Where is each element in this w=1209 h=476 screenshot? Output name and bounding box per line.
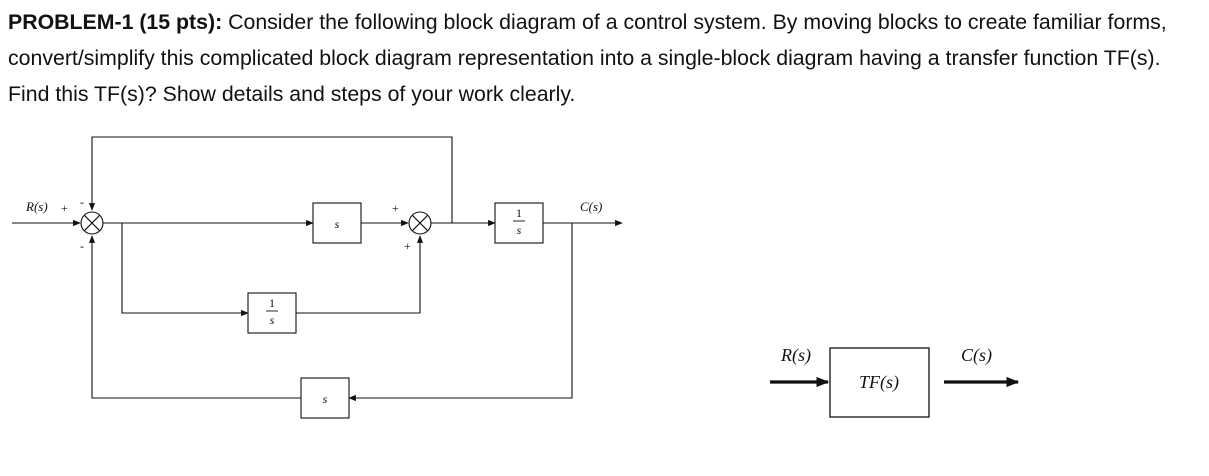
problem-heading: PROBLEM-1 (15 pts):	[8, 10, 223, 34]
block-lower-integrator	[247, 292, 297, 334]
problem-statement: PROBLEM-1 (15 pts): Consider the followi…	[8, 4, 1203, 112]
block-integrator-numerator: 1	[516, 206, 522, 220]
block-lower-numerator: 1	[269, 296, 275, 310]
sum1-sign-left: +	[61, 201, 68, 215]
sum2-sign-left: +	[392, 201, 399, 215]
sum2-sign-bottom: +	[404, 239, 411, 253]
sum1-sign-bottom: -	[80, 239, 84, 253]
top-feedback-path	[88, 136, 453, 223]
bottom-feedback-path-in	[348, 223, 573, 402]
block-feedback-s-label: s	[323, 392, 328, 406]
bottom-feedback-path-out	[88, 235, 301, 399]
block-integrator-denominator: s	[517, 223, 522, 237]
summing-junction-1	[80, 211, 104, 235]
block-forward-s	[312, 202, 362, 244]
block-lower-denominator: s	[270, 313, 275, 327]
summing-junction-2	[408, 211, 432, 235]
input-label: R(s)	[25, 199, 48, 214]
lower-branch-path-in	[121, 223, 249, 317]
lower-branch-path-out	[296, 235, 424, 314]
block-forward-s-label: s	[335, 217, 340, 231]
result-output-label: C(s)	[961, 345, 992, 366]
output-label: C(s)	[580, 199, 602, 214]
result-input-label: R(s)	[780, 345, 811, 366]
result-tf-block	[829, 347, 930, 418]
sum1-sign-top: -	[80, 195, 84, 209]
problem-text: Consider the following block diagram of …	[8, 10, 1167, 106]
result-block-label: TF(s)	[859, 372, 899, 393]
